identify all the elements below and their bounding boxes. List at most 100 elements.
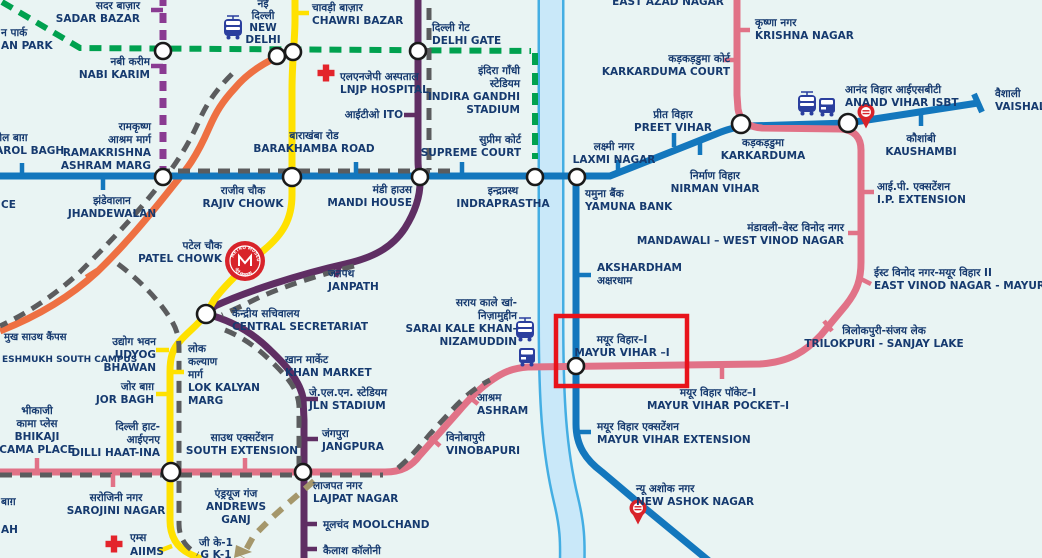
tick-trilokpuri [822,319,834,333]
label-jhandewalan-line-0: झंडेवालान [92,194,132,207]
label-ashram-line-0: आश्रम [477,392,502,404]
label-east-vinod-nagar-mayur-vihar-2-line-0: ईस्ट विनोद नगर-मयूर विहार II [873,266,992,280]
label-mayur-vihar-extension-line-0: मयूर विहार एक्सटेंशन [596,420,680,434]
label-mandawali-west-vinod-nagar-line-0: मंडावली–वेस्ट विनोद नगर [746,221,844,234]
station-mayur-vihar-1[interactable] [566,356,586,376]
label-patel-chowk-line-0: पटेल चौक [182,239,223,252]
metro-pin-anand-vihar[interactable] [857,103,875,129]
khaki-dashed-line [239,478,316,558]
label-kaushambi-line-1: KAUSHAMBI [885,146,956,158]
label-dilli-haat-ina-line-1: आईएनए [127,433,162,446]
station-rajiv-chowk[interactable] [281,166,303,188]
label-indraprastha-line-0: इन्द्रप्रस्थ [487,185,520,197]
label-central-secretariat-line-1: CENTRAL SECRETARIAT [232,321,369,333]
label-new-delhi-line-2: NEW [249,22,277,34]
station-new-delhi-west[interactable] [267,46,287,66]
label-anand-vihar-isbt-line-1: ANAND VIHAR ISBT [845,97,959,109]
metro-pin-new-ashok-nagar[interactable] [629,499,647,525]
label-yamuna-bank-line-0: यमुना बैंक [584,187,625,201]
station-dilli-haat-ina[interactable] [160,461,182,483]
label-mandi-house-line-0: मंडी हाउस [372,183,413,196]
label-central-secretariat-line-0: केन्द्रीय सचिवालय [231,307,301,320]
label-sarojini-nagar-line-1: SAROJINI NAGAR [67,505,166,517]
label-edge-fragment-bagh-line-0: बाग़ [0,496,17,508]
label-udyog-bhawan-line-0: उद्योग भवन [111,335,157,348]
station-new-delhi[interactable] [283,42,303,62]
railway-station-icon-new-delhi [224,15,242,40]
label-jhandewalan-line-1: JHANDEWALAN [67,208,156,220]
label-krishna-nagar-line-0: कृष्णा नगर [754,17,797,30]
label-sarai-kale-khan-nizamuddin-line-0: सराय काले खां- [455,296,517,309]
khaki-line-arrowhead [234,545,252,558]
label-vaishali-line-1: VAISHALI [995,101,1042,113]
label-lnjp-hospital-line-1: LNJP HOSPITAL [340,84,429,96]
label-delhi-gate-line-1: DELHI GATE [432,35,501,47]
label-ito-line-0: आईटीओ ITO [345,108,403,121]
label-aiims-line-1: AIIMS [130,546,164,558]
label-lok-kalyan-marg-line-0: लोक [187,342,207,355]
station-delhi-gate[interactable] [408,41,428,61]
label-edge-fragment-ce-line-0: CE [1,199,16,211]
label-barakhamba-road-line-0: बाराखंबा रोड [288,129,339,142]
label-trilokpuri-sanjay-lake-line-1: TRILOKPURI - SANJAY LAKE [804,338,963,350]
station-mandi-house[interactable] [410,167,430,187]
label-indira-gandhi-stadium-line-1: स्टेडियम [489,77,521,90]
label-bhikaji-cama-place-line-1: कामा प्लेस [15,417,58,430]
label-barakhamba-road-line-1: BARAKHAMBA ROAD [253,143,374,155]
green-dashed-line [0,0,538,159]
label-new-delhi-line-1: दिल्ली [251,9,276,22]
railway-station-icon-anand-vihar [798,91,816,116]
label-lajpat-nagar-line-0: लाजपत नगर [312,480,363,492]
station-central-secretariat[interactable] [195,303,217,325]
label-kaushambi-line-0: कौशांबी [905,132,937,145]
label-karol-bagh-line-1: KAROL BAGH [0,145,64,157]
station-karkarduma[interactable] [730,113,752,135]
blue-line-noida-branch [572,176,711,558]
label-sadar-bazar-line-1: SADAR BAZAR [56,13,140,25]
label-new-delhi-line-0: नई [257,0,270,10]
label-lok-kalyan-marg-line-3: LOK KALYAN [188,382,260,394]
label-krishna-nagar-line-1: KRISHNA NAGAR [755,30,854,42]
label-khan-market-line-0: खान मार्केट [284,353,329,366]
station-ramakrishna-ashram-marg[interactable] [153,167,173,187]
station-yamuna-bank[interactable] [567,167,587,187]
tick-khan-market [270,350,283,363]
station-lajpat-nagar[interactable] [293,462,313,482]
label-ramakrishna-ashram-marg-line-3: ASHRAM MARG [61,160,151,172]
label-bhikaji-cama-place-line-0: भीकाजी [21,404,54,417]
station-indraprastha[interactable] [525,167,545,187]
label-karol-bagh-line-0: करोल बाग़ [0,131,29,144]
label-vaishali-line-0: वैशाली [994,87,1022,100]
label-lnjp-hospital-line-0: एलएनजेपी अस्पताल [339,70,419,83]
label-khan-market-line-1: KHAN MARKET [285,367,372,379]
tick-shivaji-stadium [84,268,99,279]
station-sadar-bazar-junction[interactable] [153,41,173,61]
station-anand-vihar-isbt[interactable] [837,112,859,134]
label-sarai-kale-khan-nizamuddin-line-2: SARAI KALE KHAN- [406,323,517,335]
label-delhi-gate-line-0: दिल्ली गेट [431,21,470,34]
tick-aiims [158,543,173,554]
label-jor-bagh-line-0: जोर बाग़ [120,380,155,393]
label-mayur-vihar-pocket-1-line-0: मयूर विहार पॉकेट–I [679,386,756,400]
label-udyog-bhawan-line-1: UDYOG [115,349,156,361]
label-indira-gandhi-stadium-line-0: इंदिरा गाँधी [477,64,521,77]
label-akshardham-line-1: अक्षरधाम [597,275,633,287]
label-nabi-karim-line-1: NABI KARIM [79,69,150,81]
label-lajpat-nagar-line-1: LAJPAT NAGAR [313,493,398,505]
label-jangpura-line-0: जंगपुरा [321,428,350,441]
label-chawri-bazar-line-0: चावड़ी बाज़ार [311,1,363,14]
label-gk-1-line-0: जी के-1 [198,536,233,549]
tick-janpath [333,265,343,278]
label-gk-1-line-1: G K-1 [200,549,231,558]
label-supreme-court-line-0: सुप्रीम कोर्ट [478,133,522,147]
label-karkarduma-line-1: KARKARDUMA [721,150,806,162]
label-jor-bagh-line-1: JOR BAGH [95,394,154,406]
label-an-park-line-1: AN PARK [1,40,54,52]
gray-uc-along-violet-diag [220,263,355,466]
label-vinobapuri-line-1: VINOBAPURI [446,445,520,457]
label-ip-extension-line-1: I.P. EXTENSION [877,194,966,206]
label-indira-gandhi-stadium-line-2: INDIRA GANDHI [428,91,520,103]
tick-ashram [466,394,480,406]
label-karkarduma-court-line-1: KARKARDUMA COURT [602,66,731,78]
